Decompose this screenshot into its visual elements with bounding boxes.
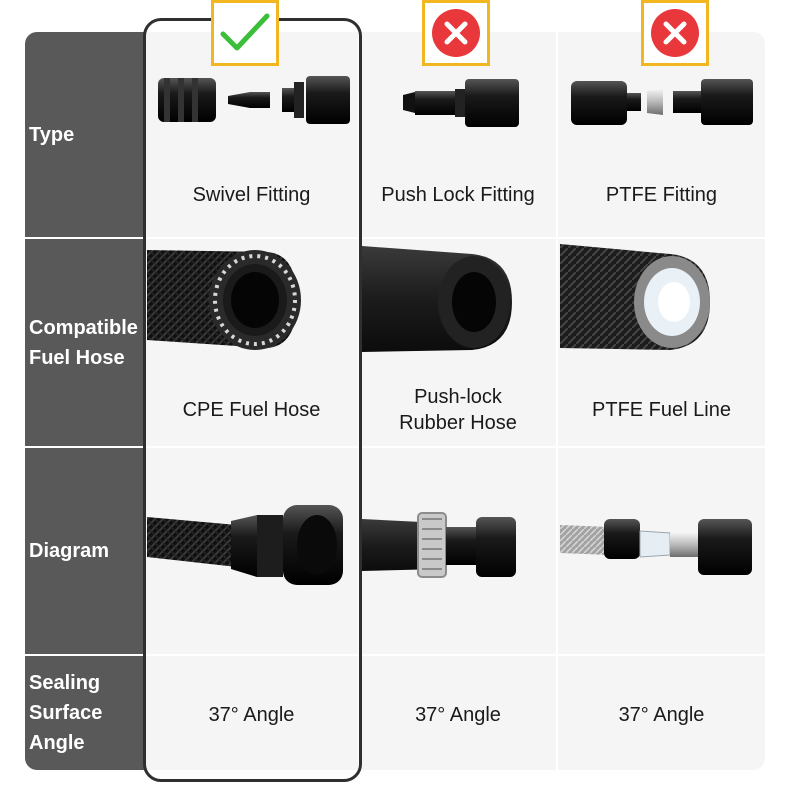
column-divider bbox=[556, 32, 558, 770]
row-header-label: Type bbox=[29, 123, 75, 146]
row-divider bbox=[25, 654, 765, 656]
cell-fitting-2: Push Lock Fitting bbox=[381, 184, 535, 206]
push-lock-rubber-hose-image bbox=[362, 246, 512, 352]
cpe-hose-image bbox=[147, 250, 301, 350]
recommended-column-highlight bbox=[143, 18, 362, 782]
swivel-fitting-image bbox=[158, 76, 350, 124]
status-mark-1 bbox=[211, 0, 279, 66]
row-header-column bbox=[25, 32, 145, 770]
check-mark-icon bbox=[220, 13, 270, 51]
cell-fitting-3: PTFE Fitting bbox=[605, 184, 718, 206]
row-header-label: Diagram bbox=[29, 540, 110, 562]
cross-mark-icon bbox=[432, 9, 480, 57]
swivel-diagram-image bbox=[147, 505, 343, 585]
row-divider bbox=[25, 237, 765, 239]
cell-angle-3: 37° Angle bbox=[618, 704, 705, 726]
row-header-type: Type bbox=[25, 32, 145, 237]
ptfe-diagram-image bbox=[560, 519, 752, 575]
row-divider bbox=[25, 446, 765, 448]
row-header-hose: Compatible Fuel Hose bbox=[25, 239, 145, 446]
cell-angle-2: 37° Angle bbox=[415, 704, 501, 726]
ptfe-fuel-line-image bbox=[560, 244, 710, 350]
cell-hose-1: CPE Fuel Hose bbox=[182, 399, 321, 421]
cell-angle-1: 37° Angle bbox=[208, 704, 295, 726]
ptfe-fitting-image bbox=[571, 79, 753, 125]
row-header-diagram: Diagram bbox=[25, 448, 145, 654]
push-lock-fitting-image bbox=[403, 79, 519, 127]
row-header-label: Sealing Surface Angle bbox=[29, 672, 103, 754]
cell-fitting-1: Swivel Fitting bbox=[192, 184, 311, 206]
row-header-label: Compatible Fuel Hose bbox=[29, 316, 138, 369]
status-mark-3 bbox=[641, 0, 709, 66]
status-mark-2 bbox=[422, 0, 490, 66]
push-lock-diagram-image bbox=[362, 512, 516, 578]
cross-mark-icon bbox=[651, 9, 699, 57]
row-header-angle: Sealing Surface Angle bbox=[25, 656, 145, 770]
table-body bbox=[145, 32, 765, 770]
cell-hose-3: PTFE Fuel Line bbox=[592, 399, 731, 421]
cell-hose-2: Push-lock Rubber Hose bbox=[399, 386, 517, 434]
